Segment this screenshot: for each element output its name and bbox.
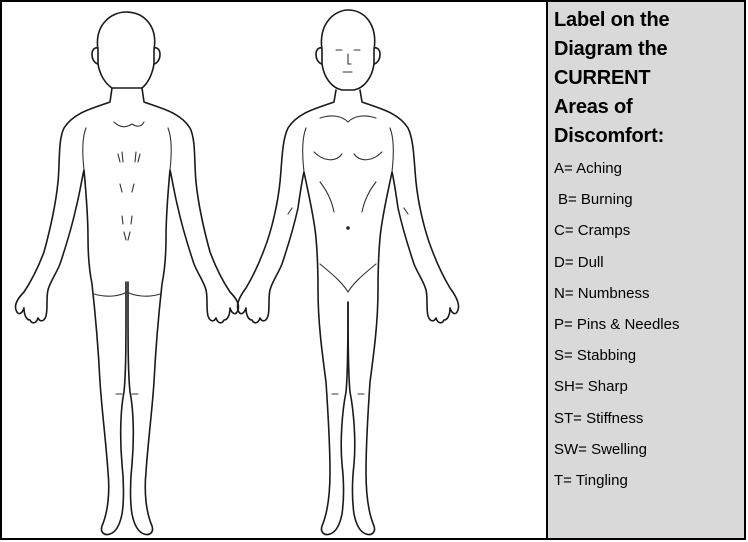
legend-heading-line: CURRENT	[554, 64, 744, 93]
back-spine-mark-2	[135, 152, 140, 162]
back-ear-right	[154, 48, 160, 64]
front-ribs-right	[362, 182, 376, 212]
front-nose	[348, 54, 351, 64]
body-diagram-cell	[2, 2, 548, 538]
legend-heading-line: Label on the	[554, 6, 744, 35]
back-inner-arm-right	[168, 128, 171, 170]
front-ear-right	[374, 48, 380, 64]
legend-heading-line: Discomfort:	[554, 122, 744, 151]
legend-heading: Label on the Diagram the CURRENT Areas o…	[554, 6, 744, 151]
front-chest-right	[354, 152, 382, 160]
back-spine-mark-3	[120, 184, 134, 192]
front-body-right-outline	[348, 90, 459, 535]
back-inner-arm-left	[83, 128, 86, 170]
legend-item-cramps: C= Cramps	[554, 215, 744, 246]
back-body-right-outline	[128, 88, 239, 535]
front-chest-left	[314, 152, 342, 160]
legend-item-swelling: SW= Swelling	[554, 434, 744, 465]
body-diagram[interactable]	[2, 2, 546, 538]
front-ear-left	[316, 48, 322, 64]
front-head	[321, 10, 374, 90]
legend-item-pins-needles: P= Pins & Needles	[554, 309, 744, 340]
legend-list: A= Aching B= Burning C= Cramps D= Dull N…	[554, 153, 744, 496]
front-view-figure[interactable]	[237, 10, 458, 535]
legend-cell: Label on the Diagram the CURRENT Areas o…	[548, 2, 744, 538]
legend-item-numbness: N= Numbness	[554, 278, 744, 309]
front-collarbones	[320, 116, 376, 122]
legend-heading-line: Areas of	[554, 93, 744, 122]
front-body-left-outline	[237, 90, 348, 535]
legend-item-stiffness: ST= Stiffness	[554, 403, 744, 434]
legend-heading-line: Diagram the	[554, 35, 744, 64]
back-ear-left	[92, 48, 98, 64]
front-elbow-left	[288, 208, 292, 214]
back-waist-line	[94, 292, 160, 296]
legend-item-burning: B= Burning	[554, 184, 744, 215]
legend-item-sharp: SH= Sharp	[554, 371, 744, 402]
back-spine-mark-5	[124, 232, 130, 240]
back-spine-mark-1	[118, 152, 123, 162]
front-navel	[346, 226, 350, 230]
front-inner-arm-left	[303, 128, 306, 172]
back-head	[97, 12, 154, 88]
legend-item-stabbing: S= Stabbing	[554, 340, 744, 371]
front-inner-arm-right	[390, 128, 393, 172]
legend-item-dull: D= Dull	[554, 247, 744, 278]
front-groin	[320, 264, 376, 292]
front-elbow-right	[404, 208, 408, 214]
back-body-left-outline	[15, 88, 126, 535]
front-ribs-left	[320, 182, 334, 212]
back-scapula-line	[114, 122, 144, 127]
back-spine-mark-4	[122, 216, 132, 224]
back-view-figure[interactable]	[15, 12, 238, 535]
legend-item-tingling: T= Tingling	[554, 465, 744, 496]
legend-item-aching: A= Aching	[554, 153, 744, 184]
